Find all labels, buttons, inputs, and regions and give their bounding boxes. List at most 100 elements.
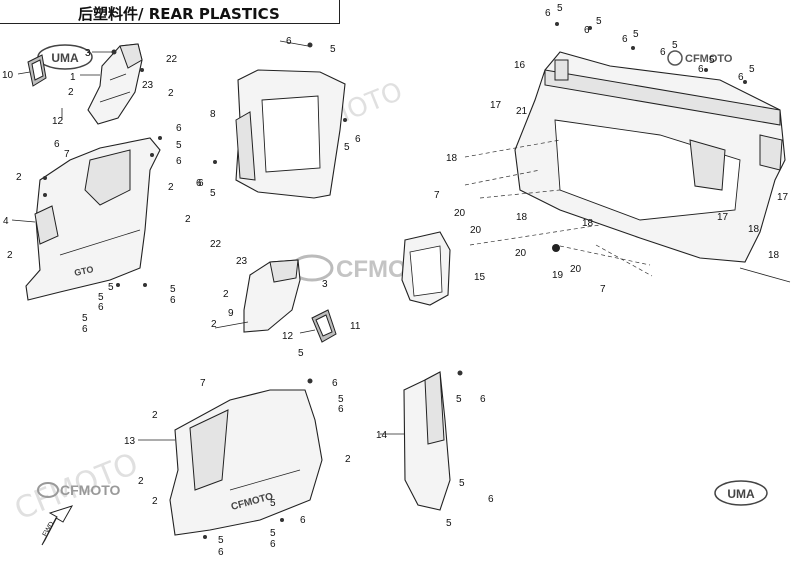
callout-22: 22 [166, 54, 178, 65]
callout-2: 2 [211, 319, 217, 330]
callout-5: 5 [298, 348, 304, 359]
callout-18: 18 [516, 212, 528, 223]
callout-2: 2 [7, 250, 13, 261]
callout-13: 13 [124, 436, 136, 447]
title-box: 后塑料件/ REAR PLASTICS [0, 0, 340, 24]
callout-12: 12 [282, 331, 294, 342]
callout-4: 4 [3, 216, 9, 227]
callout-2: 2 [185, 214, 191, 225]
callout-2: 2 [16, 172, 22, 183]
callout-2: 2 [168, 88, 174, 99]
callout-2: 2 [345, 454, 351, 465]
callout-2: 2 [68, 87, 74, 98]
callout-6: 6 [660, 47, 666, 58]
part-8-center-panel [235, 69, 346, 199]
callout-6: 6 [698, 64, 704, 75]
callout-19: 19 [552, 270, 564, 281]
callout-6: 6 [170, 295, 176, 306]
callout-5: 5 [270, 528, 276, 539]
callout-6: 6 [480, 394, 486, 405]
callout-6: 6 [98, 302, 104, 313]
callout-5: 5 [176, 140, 182, 151]
callout-20: 20 [454, 208, 466, 219]
callout-16: 16 [514, 60, 526, 71]
callout-6: 6 [286, 36, 292, 47]
cfmoto-logo-bottom-left: CFMOTO [37, 482, 121, 498]
callout-20: 20 [470, 225, 482, 236]
callout-5: 5 [557, 3, 563, 14]
part-10-frame [27, 54, 47, 87]
callout-6: 6 [488, 494, 494, 505]
callout-1: 1 [70, 72, 76, 83]
callout-18: 18 [582, 218, 594, 229]
callout-8: 8 [210, 109, 216, 120]
callout-6: 6 [622, 34, 628, 45]
callout-5: 5 [218, 535, 224, 546]
callout-5: 5 [596, 16, 602, 27]
callout-6: 6 [338, 404, 344, 415]
callout-3: 3 [85, 48, 91, 59]
callout-18: 18 [748, 224, 760, 235]
uma-logo-text: UMA [51, 51, 79, 65]
callout-6: 6 [738, 72, 744, 83]
callout-6: 6 [584, 25, 590, 36]
callout-2: 2 [223, 289, 229, 300]
callout-22: 22 [210, 239, 222, 250]
callout-2: 2 [168, 182, 174, 193]
callout-6: 6 [300, 515, 306, 526]
part-15-panel [401, 231, 451, 306]
callout-5: 5 [459, 478, 465, 489]
callout-6: 6 [545, 8, 551, 19]
callout-7: 7 [600, 284, 606, 295]
callout-6: 6 [218, 547, 224, 558]
uma-logo-text: UMA [727, 487, 755, 501]
callout-3: 3 [322, 279, 328, 290]
callout-5: 5 [108, 282, 114, 293]
callout-12: 12 [52, 116, 64, 127]
callout-18: 18 [768, 250, 780, 261]
callout-5: 5 [672, 40, 678, 51]
callout-5: 5 [633, 29, 639, 40]
callout-10: 10 [2, 70, 14, 81]
callout-5: 5 [170, 284, 176, 295]
callout-5: 5 [82, 313, 88, 324]
part-16-rear-tub [514, 51, 786, 263]
callout-6: 6 [54, 139, 60, 150]
callout-5: 5 [749, 64, 755, 75]
cfmoto-logo-text: CFMOTO [685, 53, 733, 65]
callout-6: 6 [270, 539, 276, 550]
callout-5: 5 [210, 188, 216, 199]
svg-text:GTO: GTO [73, 264, 94, 278]
cfmoto-logo-text: CFMOTO [60, 482, 121, 498]
callout-11: 11 [350, 321, 361, 332]
callout-labels: 10 3 22 1 23 2 2 12 6 5 6 6 7 2 2 4 2 2 … [2, 3, 789, 558]
callout-17: 17 [777, 192, 789, 203]
part-1-upper-panel [87, 43, 143, 125]
part-11-frame [311, 309, 337, 343]
uma-logo-top-left: UMA [37, 44, 93, 70]
callout-5: 5 [98, 292, 104, 303]
callout-21: 21 [516, 106, 528, 117]
callout-6: 6 [176, 123, 182, 134]
cfmoto-logo-top-right: CFMOTO [667, 50, 733, 66]
callout-23: 23 [236, 256, 248, 267]
callout-7: 7 [434, 190, 440, 201]
callout-17: 17 [490, 100, 502, 111]
svg-text:FWD: FWD [42, 521, 56, 538]
uma-logo-bottom-right: UMA [714, 480, 768, 506]
callout-5: 5 [330, 44, 336, 55]
callout-5: 5 [338, 394, 344, 405]
callout-18: 18 [446, 153, 458, 164]
part-4-left-side-panel: GTO [25, 137, 161, 301]
callout-2: 2 [152, 496, 158, 507]
callout-15: 15 [474, 272, 486, 283]
callout-14: 14 [376, 430, 388, 441]
callout-6: 6 [176, 156, 182, 167]
callout-2: 2 [152, 410, 158, 421]
callout-7: 7 [64, 149, 70, 160]
callout-5: 5 [709, 55, 715, 66]
leader-lines [11, 40, 791, 441]
callout-20: 20 [515, 248, 527, 259]
